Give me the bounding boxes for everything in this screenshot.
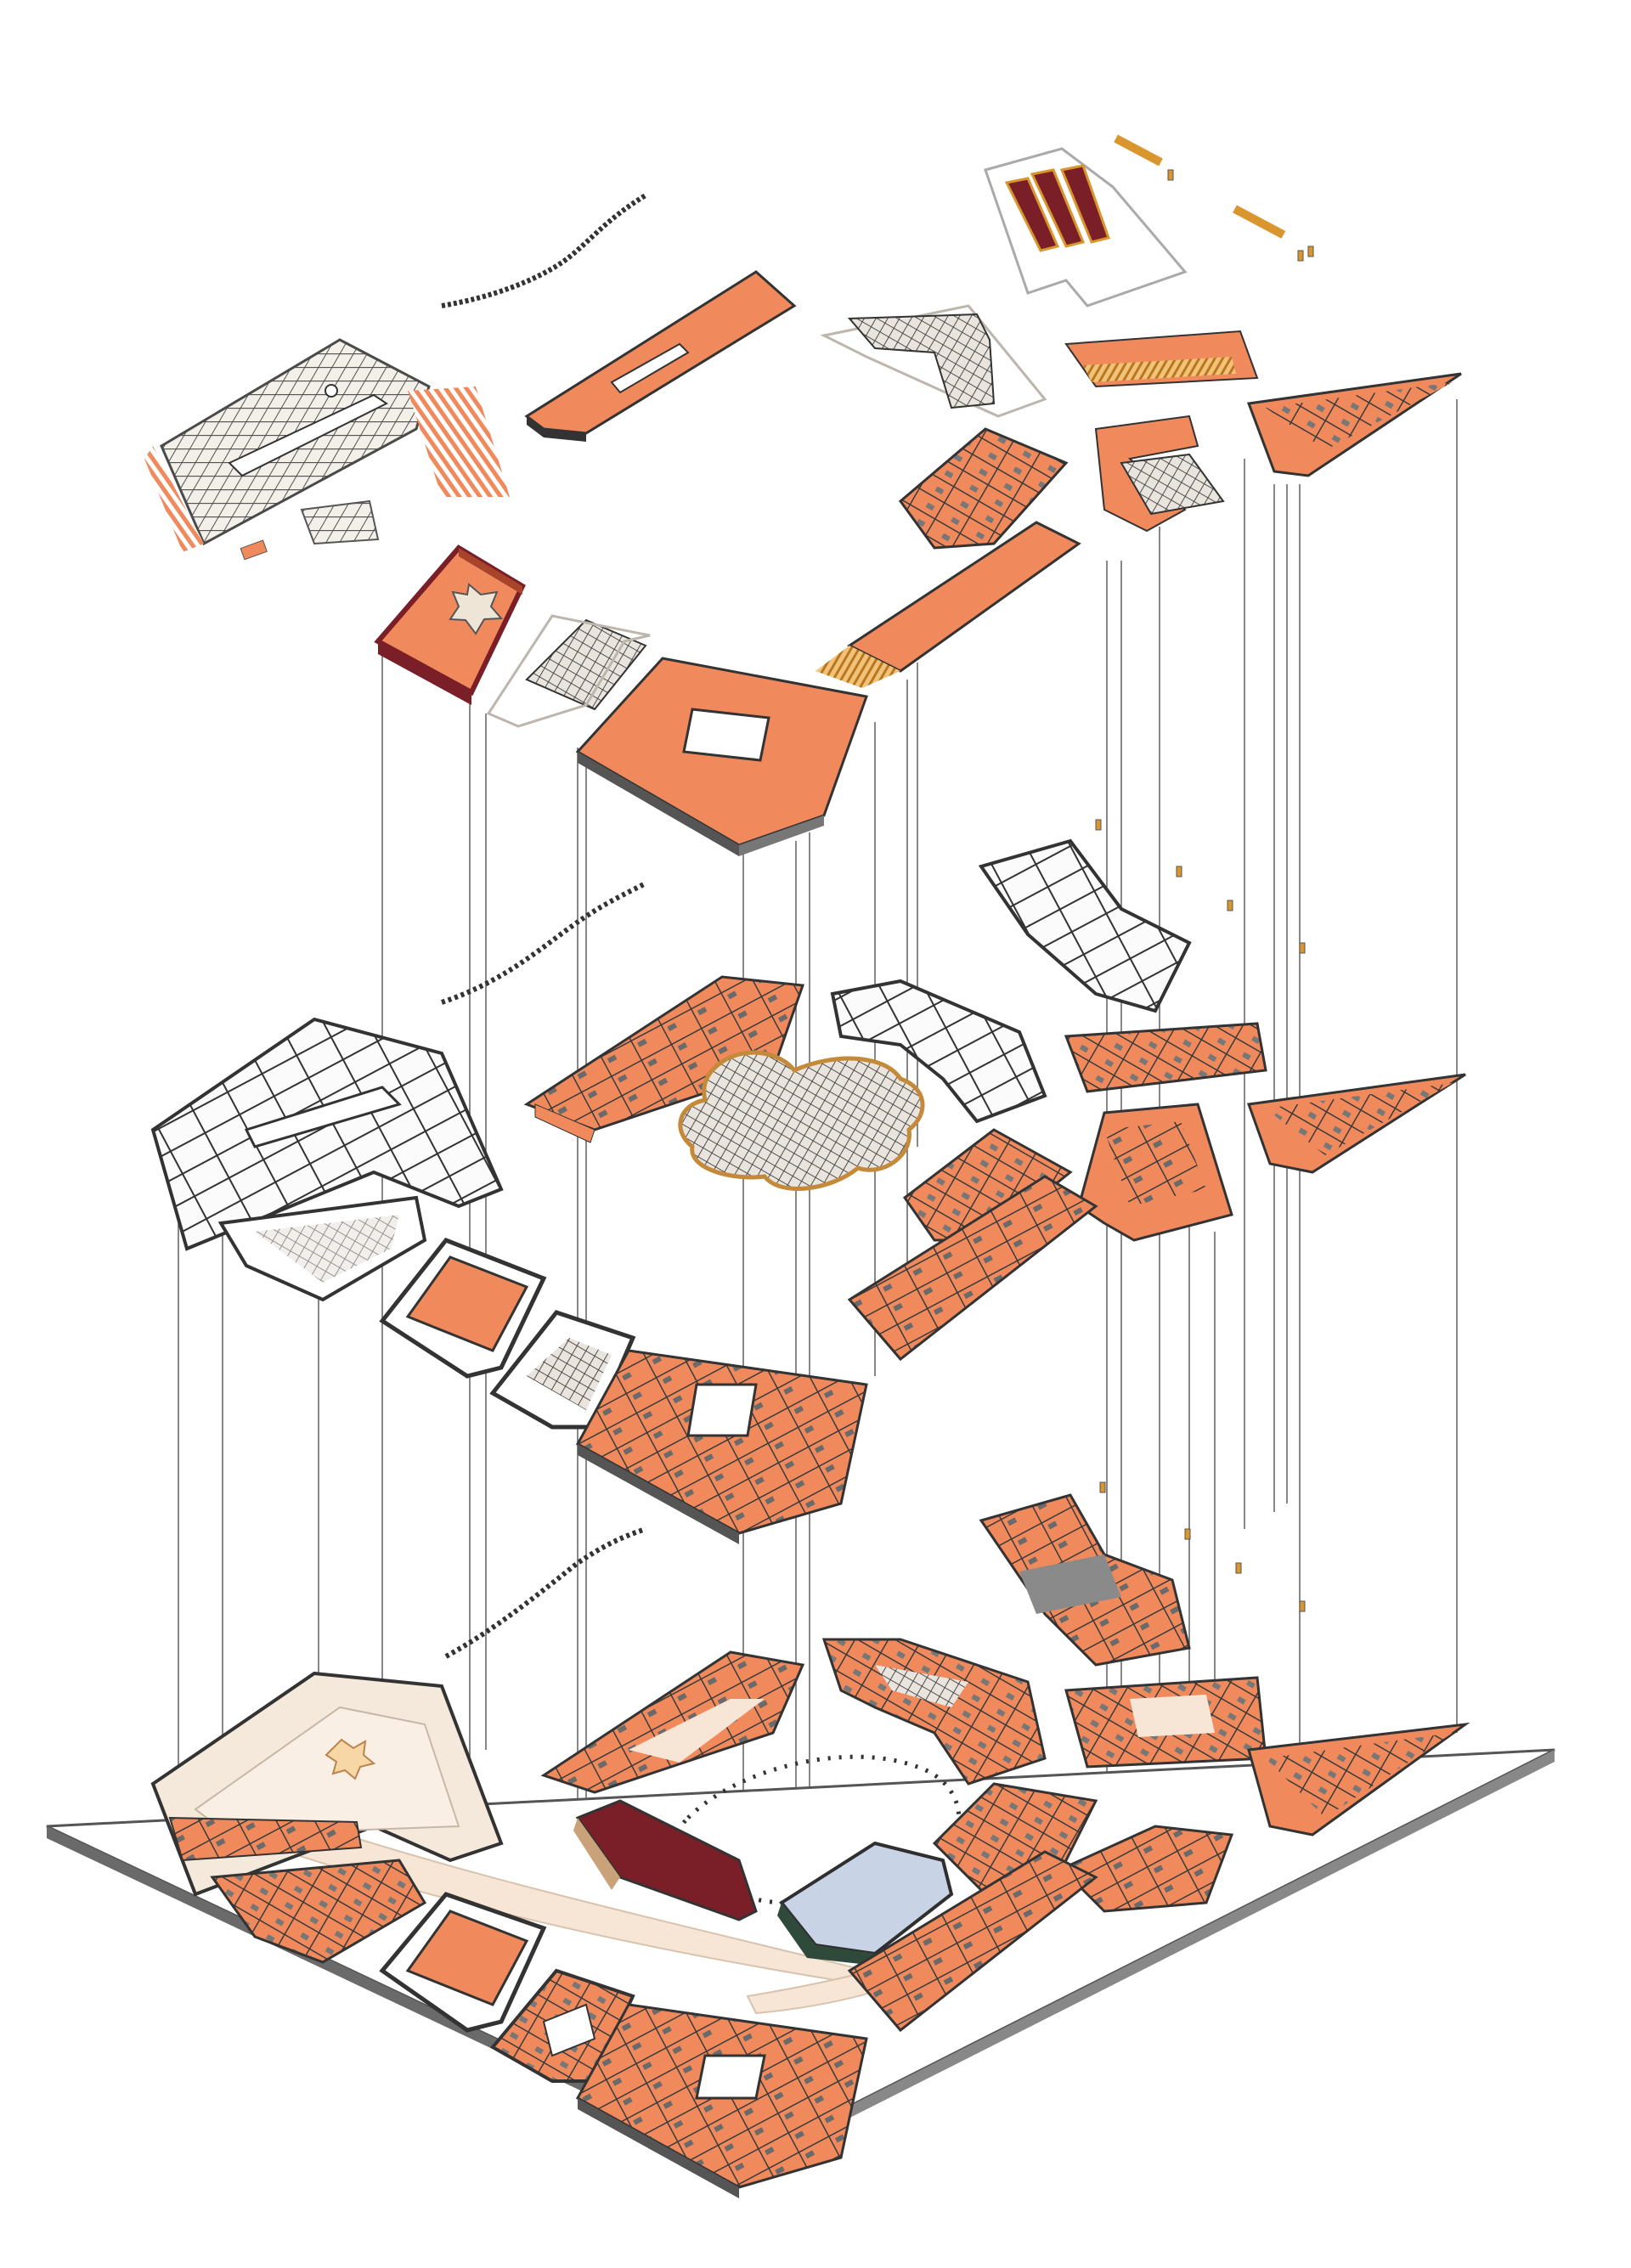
flower-grid-canopy — [678, 1050, 925, 1191]
middle-floor-level — [150, 1493, 1470, 2198]
roof-level — [144, 134, 1462, 856]
roof-rooms-module — [898, 427, 1069, 550]
upper-courtyard-block — [575, 1349, 868, 1535]
upper-walls-left — [150, 1017, 504, 1251]
roof-slab-north — [524, 270, 797, 435]
upper-L-walls — [830, 979, 1047, 1124]
star-skylight-icon — [449, 583, 504, 635]
flower-paving-icon — [325, 1738, 376, 1780]
wavy-canopy-upper — [441, 881, 647, 1005]
upper-floor-level — [150, 838, 1466, 1544]
wavy-canopy-element — [441, 193, 647, 308]
column-markers — [1095, 169, 1314, 1612]
